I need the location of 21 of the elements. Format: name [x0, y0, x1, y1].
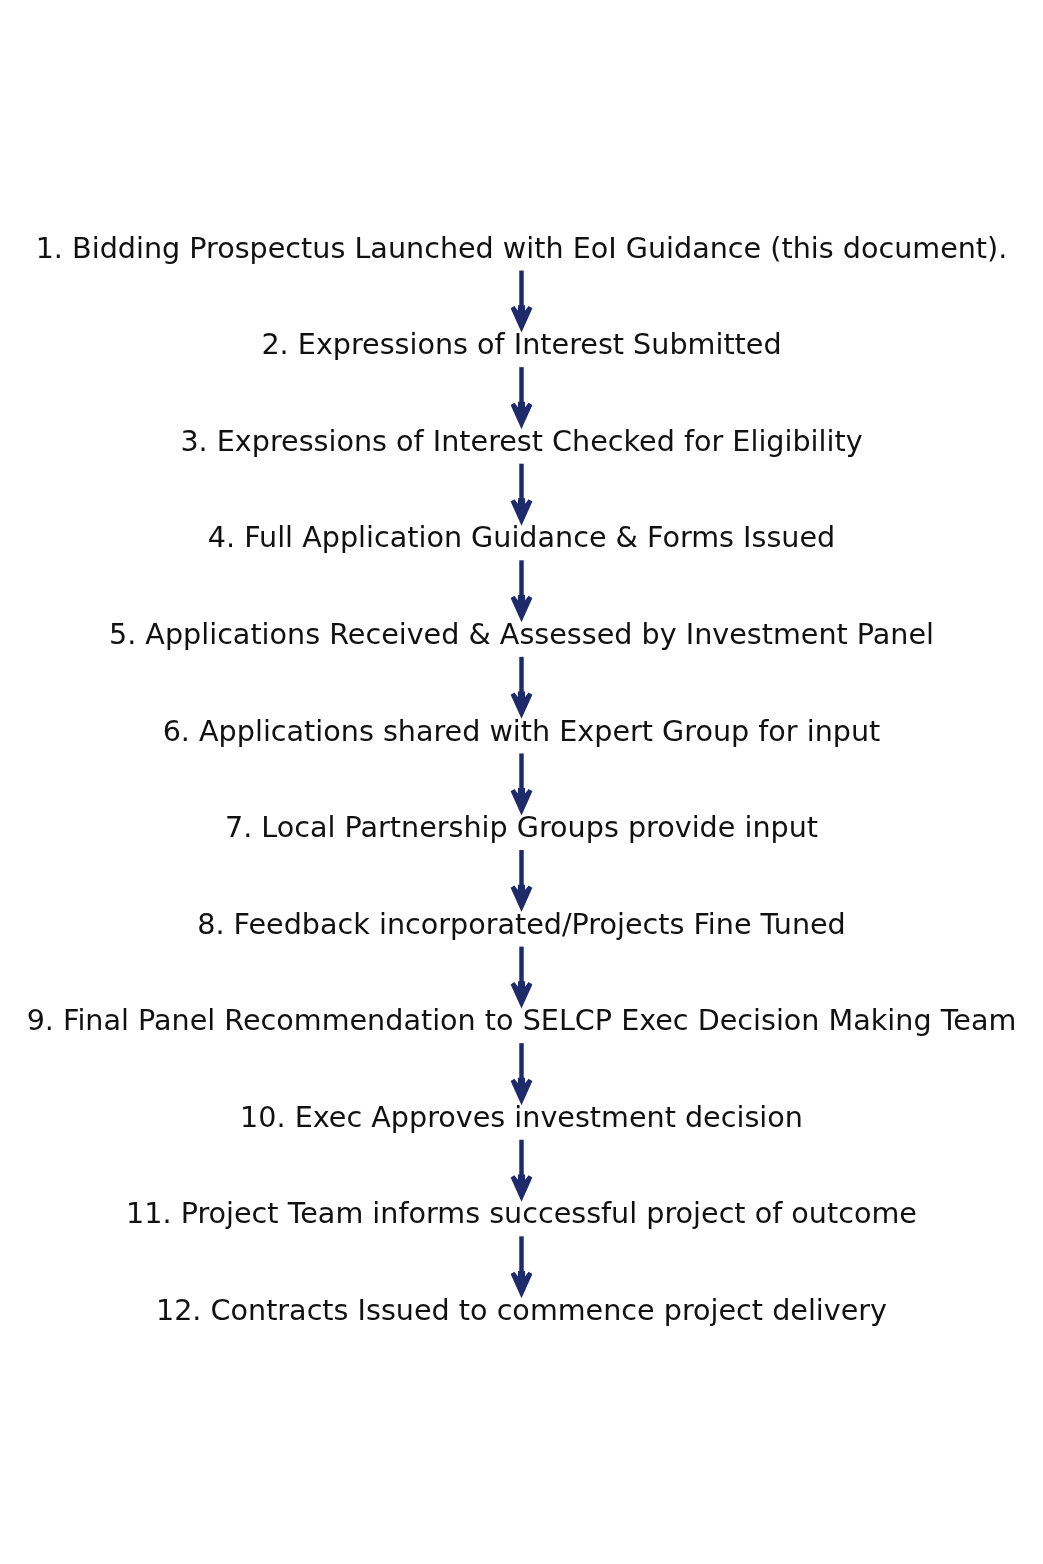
- node-text: 10. Exec Approves investment decision: [240, 1099, 803, 1134]
- arrow: [510, 850, 533, 909]
- arrow: [510, 1139, 533, 1199]
- node-text: 9. Final Panel Recommendation to SELCP Exec Decision Making Team: [26, 1003, 1017, 1038]
- arrow: [510, 1236, 533, 1296]
- node-text: 2. Expressions of Interest Submitted: [261, 327, 782, 362]
- node-text: 12. Contracts Issued to commence project delivery: [155, 1292, 888, 1327]
- node-text: 1. Bidding Prospectus Launched with EoI Guidance (this document).: [35, 230, 1008, 265]
- node-text: 8. Feedback incorporated/Projects Fine Tuned: [197, 906, 846, 941]
- node-text: 4. Full Application Guidance & Forms Issued: [207, 520, 836, 555]
- node-text: 3. Expressions of Interest Checked for Eligibility: [180, 423, 863, 458]
- node-text: 5. Applications Received & Assessed by Investment Panel: [108, 616, 935, 651]
- arrow: [510, 946, 533, 1006]
- arrow: [510, 560, 533, 620]
- arrow: [510, 656, 533, 716]
- node-text: 6. Applications shared with Expert Group for input: [162, 713, 881, 748]
- node-text: 11. Project Team informs successful project of outcome: [126, 1196, 917, 1231]
- arrow: [510, 463, 533, 523]
- arrow: [510, 270, 533, 330]
- node-text: 7. Local Partnership Groups provide input: [224, 810, 819, 845]
- arrow: [510, 753, 533, 813]
